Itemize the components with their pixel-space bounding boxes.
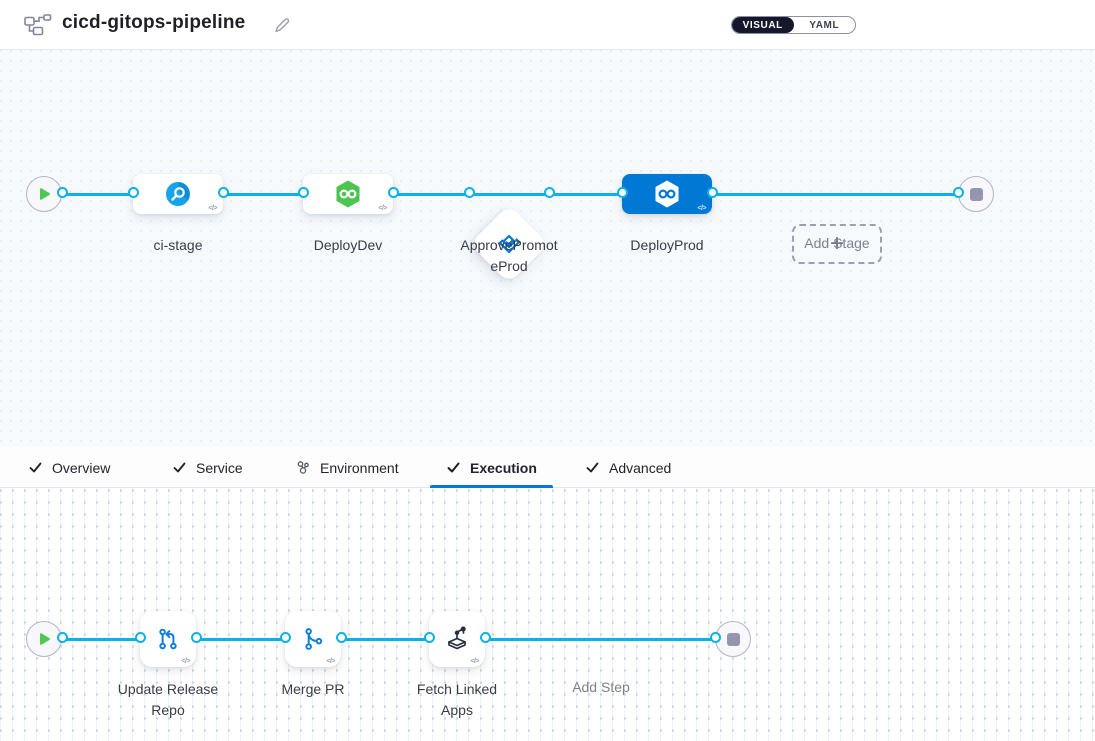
stage-label: ci-stage — [153, 237, 203, 253]
add-stage-label: Add Stage — [804, 235, 870, 251]
stage-edge-line — [44, 192, 978, 196]
code-badge: </> — [378, 205, 387, 212]
edge-port[interactable] — [335, 632, 347, 643]
edge-port[interactable] — [479, 632, 491, 643]
code-badge: </> — [326, 658, 335, 665]
edge-port[interactable] — [387, 187, 399, 198]
step-node-merge-pr[interactable]: </> — [285, 611, 341, 667]
tab-service[interactable]: Service — [172, 447, 243, 488]
stage-node-approvepromoteprod[interactable] — [469, 204, 549, 284]
tab-label: Environment — [320, 459, 399, 476]
edge-port[interactable] — [297, 187, 309, 198]
edge-port[interactable] — [543, 187, 555, 198]
tab-label: Advanced — [609, 459, 672, 476]
edge-port[interactable] — [706, 187, 718, 198]
edge-port[interactable] — [56, 632, 68, 643]
stage-node-deployprod[interactable]: </> — [622, 174, 712, 214]
git-merge-icon — [305, 628, 323, 650]
check-icon — [586, 462, 599, 473]
edge-port[interactable] — [134, 632, 146, 643]
step-label: Update Release Repo — [117, 681, 219, 718]
edge-port[interactable] — [56, 187, 68, 198]
edge-port[interactable] — [463, 187, 475, 198]
ci-build-icon — [166, 182, 190, 206]
plus-icon: + — [829, 230, 844, 257]
step-label: Merge PR — [281, 681, 345, 697]
cd-deploy-icon — [655, 180, 679, 208]
check-icon — [29, 462, 42, 473]
edge-port[interactable] — [217, 187, 229, 198]
visual-yaml-toggle: VISUAL YAML — [731, 16, 856, 34]
code-badge: </> — [470, 658, 479, 665]
execution-canvas[interactable]: </> </> </> + — [0, 488, 1095, 741]
add-stage-button[interactable]: + — [792, 224, 882, 264]
step-node-fetch-linked-apps[interactable]: </> — [429, 611, 485, 667]
environment-icon — [297, 461, 309, 474]
edge-port[interactable] — [709, 632, 721, 643]
play-icon — [40, 188, 50, 200]
check-icon — [447, 462, 460, 473]
check-icon — [173, 462, 186, 473]
edge-port[interactable] — [279, 632, 291, 643]
tab-label: Service — [196, 459, 243, 476]
execution-start-node[interactable] — [26, 621, 62, 657]
tab-execution[interactable]: Execution — [430, 447, 553, 488]
edge-port[interactable] — [190, 632, 202, 643]
tab-label: Execution — [470, 459, 537, 476]
fetch-linked-apps-icon — [448, 626, 466, 650]
tab-environment[interactable]: Environment — [296, 447, 399, 488]
approval-icon — [498, 234, 521, 254]
tab-advanced[interactable]: Advanced — [585, 447, 671, 488]
edge-port[interactable] — [952, 187, 964, 198]
pipeline-start-node[interactable] — [26, 176, 62, 212]
active-tab-indicator — [430, 485, 553, 488]
play-icon — [40, 633, 50, 645]
tab-label: Overview — [52, 459, 111, 476]
stage-canvas[interactable]: </> </> — [0, 50, 1095, 447]
edit-pencil-icon[interactable] — [272, 15, 292, 40]
cd-deploy-icon — [336, 180, 360, 208]
page-title: cicd-gitops-pipeline — [62, 12, 246, 33]
git-update-icon — [159, 628, 177, 650]
toggle-visual-button[interactable]: VISUAL — [732, 17, 794, 33]
stage-node-ci-stage[interactable]: </> — [133, 174, 223, 214]
edge-port[interactable] — [616, 187, 628, 198]
stage-label: DeployDev — [313, 237, 383, 253]
stage-config-tabbar: Overview Service Environment Execution A… — [0, 447, 1095, 488]
edge-port[interactable] — [423, 632, 435, 643]
execution-end-node[interactable] — [715, 621, 751, 657]
stop-icon — [726, 632, 740, 646]
stage-label: DeployProd — [630, 237, 704, 253]
add-step-label: Add Step — [572, 679, 630, 695]
code-badge: </> — [208, 205, 217, 212]
toggle-yaml-button[interactable]: YAML — [809, 19, 840, 31]
pipeline-icon — [24, 14, 52, 41]
code-badge: </> — [697, 205, 706, 212]
stop-icon — [969, 187, 983, 201]
step-node-update-release-repo[interactable]: </> — [140, 611, 196, 667]
tab-overview[interactable]: Overview — [28, 447, 110, 488]
stage-node-deploydev[interactable]: </> — [303, 174, 393, 214]
step-edge-line — [44, 637, 733, 641]
step-label: Fetch Linked Apps — [416, 681, 498, 718]
edge-port[interactable] — [127, 187, 139, 198]
header: cicd-gitops-pipeline VISUAL YAML — [0, 0, 1095, 50]
code-badge: </> — [181, 658, 190, 665]
stage-label: ApprovePromoteProd — [460, 237, 558, 274]
